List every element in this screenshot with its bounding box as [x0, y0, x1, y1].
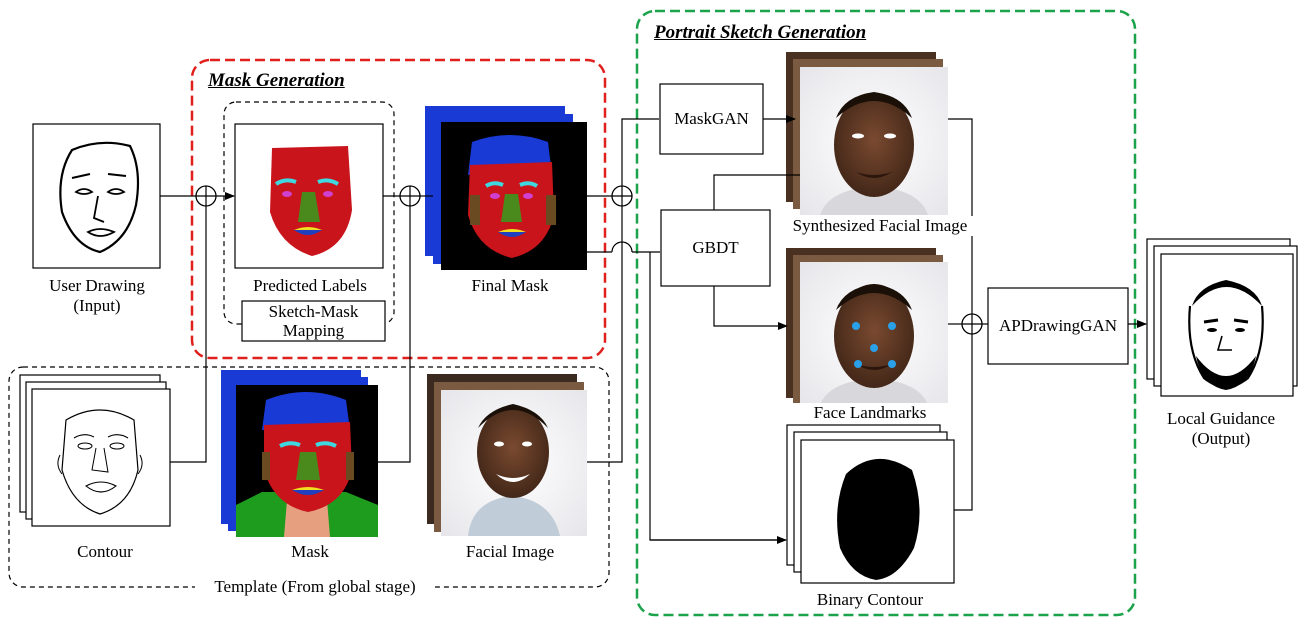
mask-generation-frame	[190, 58, 607, 360]
landmark-dot	[888, 322, 896, 330]
facial-image	[427, 374, 587, 536]
portrait-sketch-generation-title: Portrait Sketch Generation	[650, 22, 871, 44]
apdrawinggan-box	[987, 287, 1129, 365]
local-guidance-image	[1146, 238, 1298, 397]
gbdt-box	[660, 209, 771, 287]
plus-circle-icon	[399, 185, 421, 207]
gbdt-label: GBDT	[692, 238, 739, 257]
predicted-labels-label: Predicted Labels	[253, 276, 367, 295]
sketch-mask-mapping-line1: Sketch-Mask	[268, 302, 359, 321]
user-drawing-title: User Drawing	[49, 276, 145, 295]
maskgan-label: MaskGAN	[674, 109, 749, 128]
landmark-dot	[854, 360, 862, 368]
sketch-mask-mapping-box	[241, 300, 386, 342]
user-drawing-label: User Drawing (Input)	[36, 276, 158, 316]
local-guidance-title: Local Guidance	[1166, 409, 1276, 428]
face-landmarks-label: Face Landmarks	[790, 403, 950, 423]
contour-image	[19, 374, 171, 527]
local-guidance-label: Local Guidance (Output)	[1146, 409, 1296, 449]
landmark-dot	[888, 360, 896, 368]
mask-label: Mask	[291, 542, 329, 561]
apdrawinggan-label: APDrawingGAN	[998, 316, 1118, 335]
local-guidance-subtitle: (Output)	[1191, 429, 1251, 448]
portrait-sketch-frame	[635, 9, 1137, 617]
binary-contour-image	[786, 424, 955, 584]
facial-image-label: Facial Image	[465, 542, 555, 561]
template-label: Template (From global stage)	[195, 577, 435, 597]
plus-circle-icon	[195, 185, 217, 207]
landmark-dot	[870, 344, 878, 352]
user-drawing-subtitle: (Input)	[73, 296, 121, 315]
synthesized-facial-image	[786, 52, 948, 215]
contour-label: Contour	[77, 542, 133, 561]
mask-generation-title: Mask Generation	[204, 70, 349, 92]
maskgan-box	[659, 83, 764, 155]
landmark-dot	[852, 322, 860, 330]
plus-circle-icon	[611, 185, 633, 207]
final-mask-label: Final Mask	[471, 276, 549, 295]
binary-contour-label: Binary Contour	[816, 590, 924, 609]
template-mask-image	[221, 370, 378, 537]
plus-circle-icon	[961, 313, 983, 335]
user-drawing-image	[32, 123, 161, 269]
sketch-mask-mapping-line2: Mapping	[282, 321, 345, 340]
sketch-mask-mapping-label: Sketch-Mask Mapping	[242, 302, 385, 340]
connectors	[160, 115, 1147, 544]
final-mask-image	[425, 106, 587, 270]
predicted-labels-image	[234, 123, 384, 269]
face-landmarks-image	[786, 248, 948, 405]
synthesized-facial-image-label: Synthesized Facial Image	[780, 216, 980, 236]
